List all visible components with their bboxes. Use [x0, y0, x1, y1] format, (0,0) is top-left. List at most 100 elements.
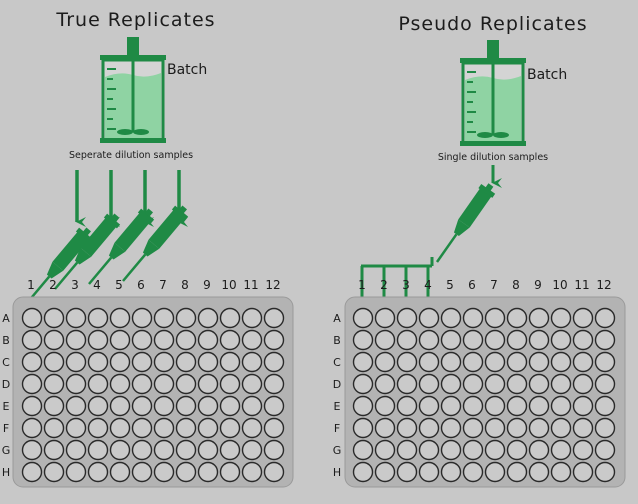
plate-well [43, 461, 65, 483]
plate-well [65, 461, 87, 483]
true-replicates-panel: True Replicates Batch Seperate dilution … [2, 9, 294, 488]
plate-well [594, 351, 616, 373]
plate-well [43, 417, 65, 439]
plate-well [109, 395, 131, 417]
plate-well [87, 439, 109, 461]
plate-well [352, 329, 374, 351]
plate-well [197, 329, 219, 351]
reactor-impeller [477, 132, 493, 138]
plate-column-label: 11 [243, 278, 258, 292]
reactor-lid [100, 55, 166, 60]
plate-well [484, 417, 506, 439]
plate-well [374, 373, 396, 395]
plate-well [175, 417, 197, 439]
plate-well [506, 307, 528, 329]
plate-well [594, 439, 616, 461]
plate-well [21, 329, 43, 351]
plate-well [528, 461, 550, 483]
plate-well [21, 373, 43, 395]
plate-column-label: 8 [512, 278, 520, 292]
plate-well [528, 351, 550, 373]
plate-column-label: 2 [49, 278, 57, 292]
plate-row-label: E [334, 400, 341, 413]
plate-well [263, 439, 285, 461]
plate-well [219, 461, 241, 483]
plate-well [572, 329, 594, 351]
plate-well [506, 439, 528, 461]
plate-well [374, 461, 396, 483]
plate-well [241, 351, 263, 373]
plate-well [352, 351, 374, 373]
right-bioreactor-icon [460, 40, 526, 146]
plate-well [197, 461, 219, 483]
plate-well [418, 461, 440, 483]
plate-well [43, 395, 65, 417]
plate-well [462, 395, 484, 417]
plate-column-label: 12 [265, 278, 280, 292]
plate-well [219, 351, 241, 373]
plate-well [396, 373, 418, 395]
plate-well [109, 461, 131, 483]
plate-well [263, 373, 285, 395]
plate-well [374, 351, 396, 373]
plate-well [550, 395, 572, 417]
plate-well [197, 417, 219, 439]
plate-well [263, 461, 285, 483]
plate-well [109, 373, 131, 395]
plate-well [153, 373, 175, 395]
plate-well [594, 417, 616, 439]
plate-well [87, 351, 109, 373]
plate-well [131, 373, 153, 395]
plate-row-label: C [333, 356, 341, 369]
plate-well [528, 329, 550, 351]
left-pipettes [26, 205, 189, 304]
plate-column-label: 1 [27, 278, 35, 292]
plate-well [352, 307, 374, 329]
plate-well [352, 417, 374, 439]
plate-well [484, 329, 506, 351]
plate-well [462, 417, 484, 439]
plate-well [241, 373, 263, 395]
plate-well [550, 329, 572, 351]
plate-well [153, 417, 175, 439]
plate-well [43, 307, 65, 329]
plate-well [87, 417, 109, 439]
plate-row-label: G [2, 444, 11, 457]
plate-column-label: 10 [552, 278, 567, 292]
right-title: Pseudo Replicates [398, 13, 587, 35]
plate-well [219, 395, 241, 417]
plate-well [550, 307, 572, 329]
plate-well [131, 461, 153, 483]
plate-well [153, 351, 175, 373]
plate-well [263, 395, 285, 417]
plate-well [484, 373, 506, 395]
plate-well [219, 439, 241, 461]
plate-well [21, 461, 43, 483]
plate-well [484, 307, 506, 329]
plate-well [131, 417, 153, 439]
plate-well [506, 351, 528, 373]
plate-well [572, 395, 594, 417]
plate-well [87, 307, 109, 329]
plate-well [87, 329, 109, 351]
plate-well [528, 307, 550, 329]
plate-well [572, 351, 594, 373]
plate-well [594, 373, 616, 395]
plate-well [462, 461, 484, 483]
plate-well [175, 439, 197, 461]
plate-well [263, 329, 285, 351]
plate-well [550, 351, 572, 373]
plate-well [21, 351, 43, 373]
plate-column-label: 4 [424, 278, 432, 292]
plate-well [352, 395, 374, 417]
plate-well [396, 329, 418, 351]
plate-well [484, 395, 506, 417]
plate-well [241, 395, 263, 417]
plate-row-label: H [333, 466, 341, 479]
plate-well [65, 373, 87, 395]
plate-well [241, 329, 263, 351]
plate-row-label: B [333, 334, 341, 347]
plate-well [440, 417, 462, 439]
